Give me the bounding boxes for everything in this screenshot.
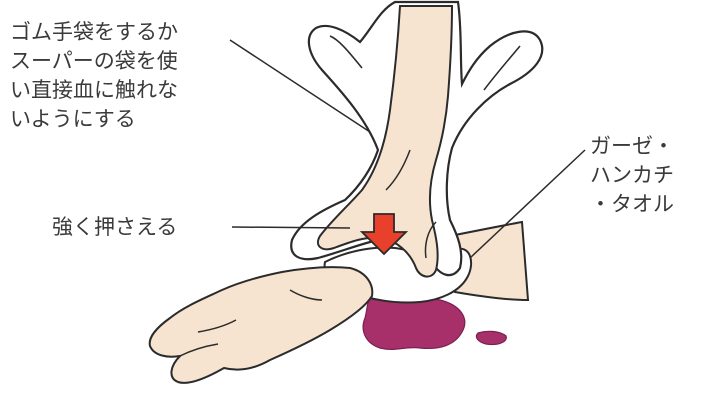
forearm (150, 267, 373, 383)
label-protect-line: ゴム手袋をするか (10, 18, 178, 47)
label-gauze-line: ガーゼ・ (590, 132, 674, 161)
label-gauze-line: ハンカチ (590, 161, 674, 190)
label-gauze-line: ・タオル (590, 190, 674, 219)
label-protect-hands: ゴム手袋をするか スーパーの袋を使 い直接血に触れな いようにする (10, 18, 178, 134)
label-press-text: 強く押さえる (52, 215, 177, 239)
label-protect-line: スーパーの袋を使 (10, 47, 178, 76)
label-press-firmly: 強く押さえる (52, 213, 177, 242)
label-gauze: ガーゼ・ ハンカチ ・タオル (590, 132, 674, 219)
label-protect-line: いようにする (10, 105, 178, 134)
label-protect-line: い直接血に触れな (10, 76, 178, 105)
